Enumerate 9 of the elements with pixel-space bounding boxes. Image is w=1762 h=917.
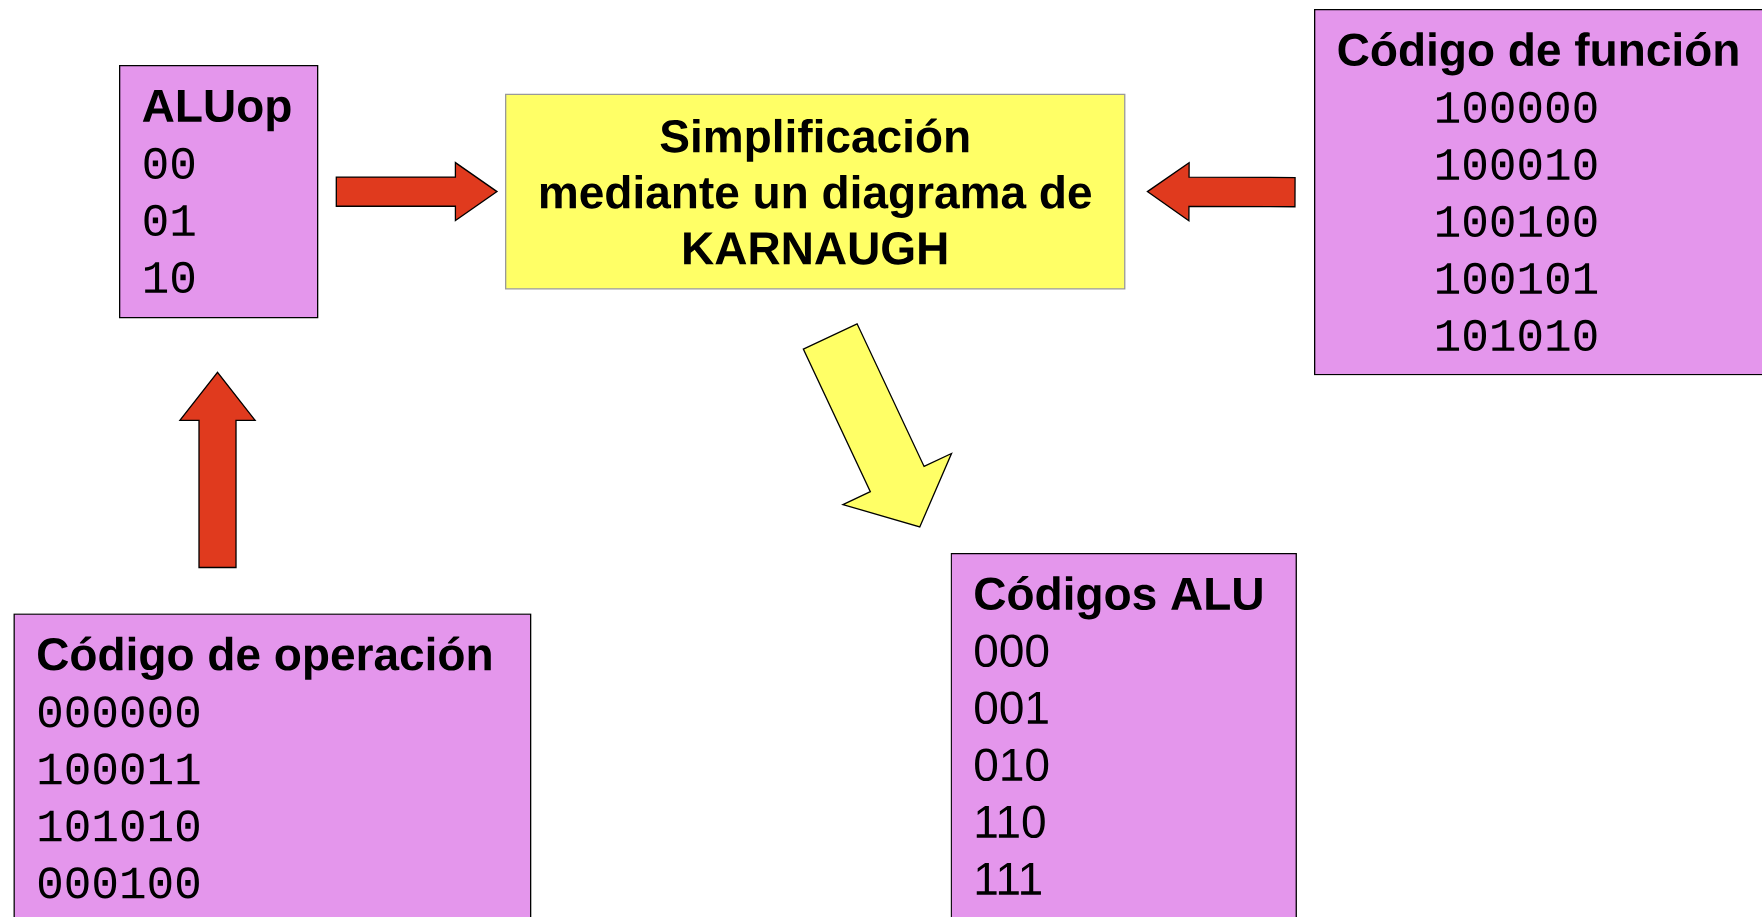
code-list-box: Código de función 100000 100010 100100 100101 101010 [1314, 9, 1762, 376]
block-arrow [178, 371, 257, 569]
code-list-box: Códigos ALU 000 001 010 110 111 [950, 553, 1297, 917]
block-arrow [1146, 161, 1296, 222]
process-box: Simplificación mediante un diagrama de KARNAUGH [505, 93, 1126, 290]
block-arrow [802, 322, 953, 528]
block-arrow [335, 161, 499, 222]
code-list-box: ALUop 00 01 10 [119, 65, 319, 319]
code-list-box: Código de operación 000000 100011 101010 000100 [13, 613, 532, 917]
